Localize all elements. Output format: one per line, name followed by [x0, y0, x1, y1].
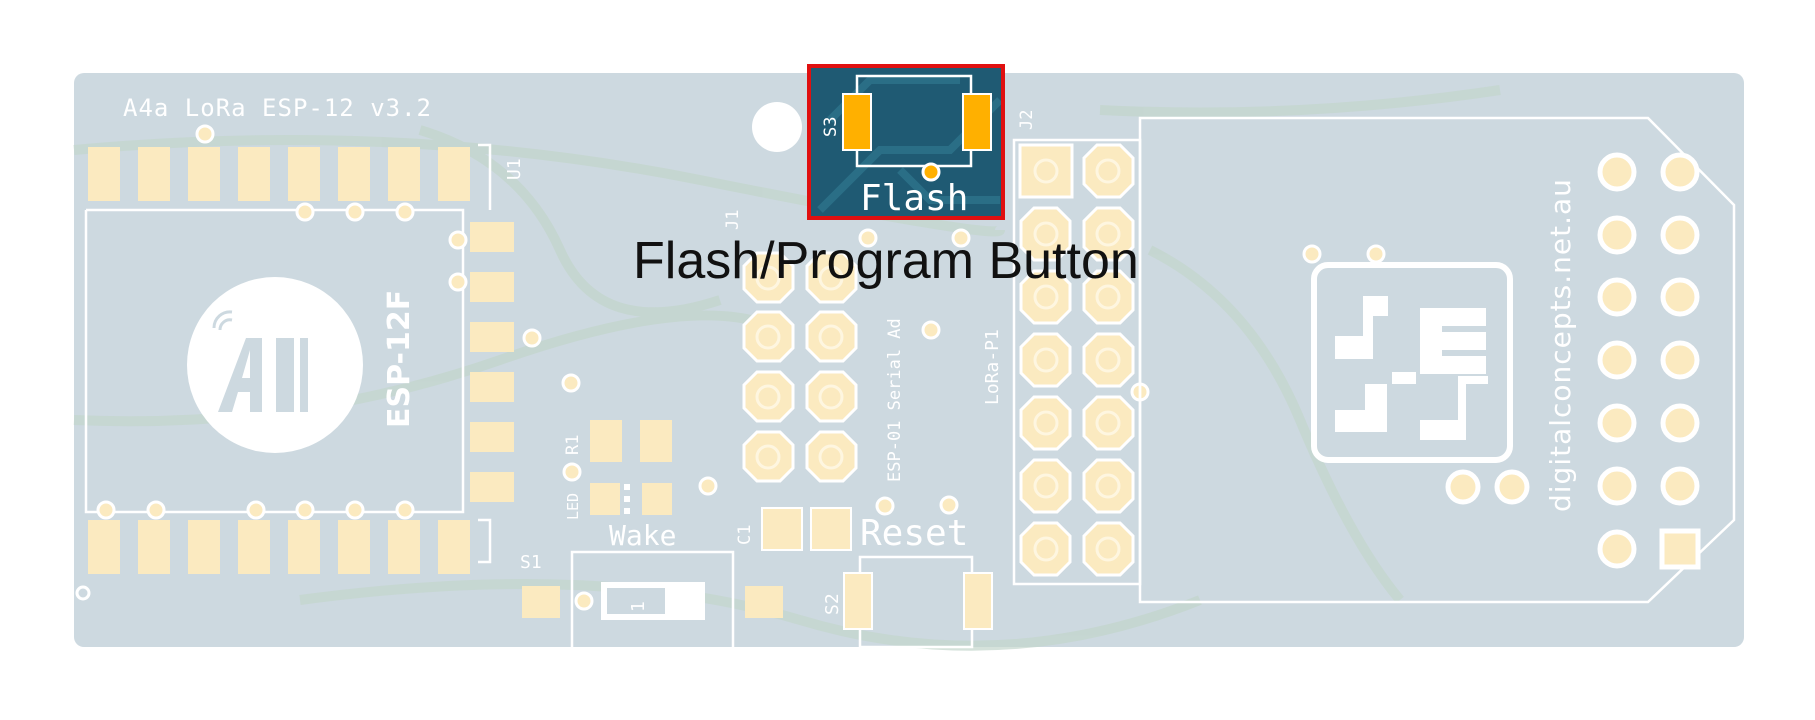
j2-description: LoRa-P1	[982, 329, 1003, 405]
j1-designator: J1	[723, 210, 743, 230]
s2-pad-left	[843, 572, 873, 630]
led-pad-1	[590, 483, 620, 515]
s1-pad-left	[522, 586, 560, 618]
ai-logo-disc	[187, 277, 363, 453]
website-text: digitalconcepts.net.au	[1544, 178, 1577, 512]
led-marker	[624, 496, 630, 502]
r1-pad-2	[640, 420, 672, 462]
dc-logo-glyph	[1335, 296, 1488, 440]
flash-via	[921, 162, 941, 182]
u1-bracket	[478, 143, 492, 564]
r1-designator: R1	[563, 435, 583, 455]
c1-designator: C1	[735, 525, 755, 545]
dc-logo-frame	[1311, 262, 1513, 463]
esp12-module: U1 ESP-12F	[84, 143, 525, 564]
module-outline	[84, 208, 465, 514]
led-marker	[624, 484, 630, 490]
s2-pad-right	[963, 572, 993, 630]
s1-actuator	[607, 588, 665, 614]
reset-switch: Reset S2	[822, 513, 993, 649]
board-title: A4a LoRa ESP-12 v3.2	[123, 94, 432, 122]
s1-via	[574, 591, 594, 611]
vias	[96, 124, 1386, 520]
c1-pad-1	[761, 507, 803, 551]
s1-outline	[570, 550, 735, 647]
r1-led-area: R1 LED	[563, 420, 672, 520]
s1-pin-number: 1	[628, 601, 649, 612]
led-designator: LED	[564, 493, 582, 520]
lora-pads	[1445, 152, 1701, 570]
ai-logo	[212, 310, 308, 412]
mounting-hole-small	[75, 585, 91, 601]
esp12-pads	[88, 147, 514, 574]
c1-capacitor: C1	[735, 507, 852, 551]
callout-text: Flash/Program Button	[633, 232, 1139, 290]
flash-label: Flash	[860, 178, 968, 219]
s1-pad-right	[745, 586, 783, 618]
flash-highlight-border	[807, 64, 1005, 220]
module-label: ESP-12F	[382, 290, 417, 428]
dc-logo	[1311, 262, 1513, 463]
wake-switch: Wake S1 1	[520, 519, 783, 647]
lora-module-outline	[1138, 116, 1736, 604]
flash-button-highlight: S3 Flash	[807, 64, 1005, 220]
flash-pad-left	[842, 93, 872, 151]
j2-header: J2 LoRa-P1	[982, 110, 1142, 586]
r1-pad-1	[590, 420, 622, 462]
j2-holes	[1033, 158, 1121, 562]
u1-designator: U1	[504, 158, 525, 180]
j1-header: J1 ESP-01 Serial Ad	[723, 210, 905, 483]
mounting-hole	[752, 102, 802, 152]
c1-pad-2	[810, 507, 852, 551]
j1-description: ESP-01 Serial Ad	[885, 318, 905, 482]
reset-label: Reset	[860, 513, 968, 554]
led-marker	[624, 508, 630, 514]
s2-designator: S2	[822, 593, 843, 615]
wake-label: Wake	[609, 519, 676, 552]
j2-designator: J2	[1017, 110, 1037, 130]
flash-pad-right	[962, 93, 992, 151]
j1-holes	[755, 265, 844, 470]
pcb-board	[74, 73, 1744, 647]
led-pad-2	[642, 483, 672, 515]
s1-designator: S1	[520, 552, 542, 573]
s3-designator: S3	[821, 117, 841, 137]
copper-traces	[73, 85, 1501, 651]
